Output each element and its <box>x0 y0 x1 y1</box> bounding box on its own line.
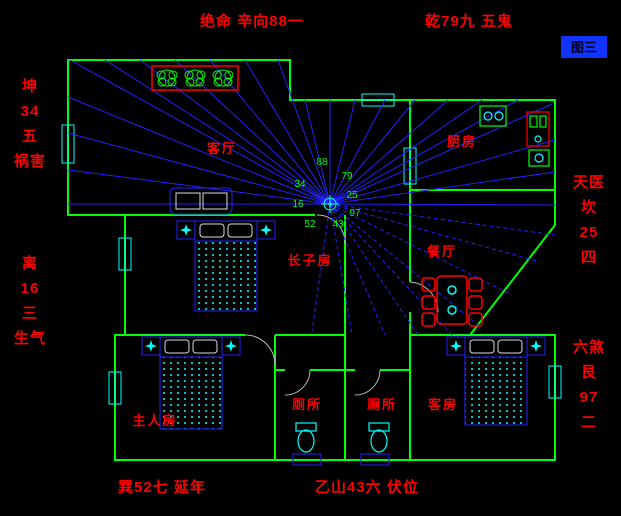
annotation-line: 16 <box>21 280 40 297</box>
star-icon <box>180 224 192 236</box>
stove <box>479 105 507 127</box>
sector-number-16: 16 <box>292 199 304 210</box>
door-arcs <box>244 214 439 396</box>
compass-center-marker <box>321 195 339 213</box>
sector-number-79: 79 <box>341 171 353 182</box>
annotation-left-top-column: 坤 34 五 祸害 <box>14 77 46 170</box>
figure-tag: 图三 <box>561 36 607 58</box>
annotation-bottom-left: 巽52七 延年 <box>118 478 206 496</box>
annotation-line: 四 <box>581 249 597 266</box>
balcony <box>151 65 239 91</box>
annotation-line: 祸害 <box>14 152 46 170</box>
toilet-fixture-left <box>295 422 317 453</box>
star-icon <box>450 340 462 352</box>
annotation-left-bottom-column: 离 16 三 生气 <box>14 254 46 347</box>
door-threshold-toilet-right <box>360 453 390 466</box>
window-guest-right <box>548 365 562 399</box>
annotation-line: 六煞 <box>573 338 605 356</box>
sector-number-52: 52 <box>304 219 316 230</box>
label-toilet-left: 厕所 <box>292 397 322 412</box>
fridge <box>526 111 550 147</box>
kitchen-appliances <box>479 105 550 167</box>
star-icon <box>145 340 157 352</box>
rays-solid <box>67 59 556 206</box>
annotation-line: 二 <box>581 414 597 431</box>
window-hall-top <box>361 93 395 107</box>
plant-icon <box>212 69 234 87</box>
star-icon <box>260 224 272 236</box>
balcony-planter <box>151 65 239 91</box>
compass-sector-numbers: 88 79 34 25 16 97 43 52 <box>292 157 361 230</box>
annotation-line: 生气 <box>14 329 46 347</box>
sector-number-97: 97 <box>349 208 361 219</box>
label-master-room: 主人房 <box>132 413 177 428</box>
annotation-right-bottom-column: 六煞 艮 97 二 <box>573 338 605 431</box>
plant-icon <box>156 69 178 87</box>
annotation-line: 五 <box>22 128 38 145</box>
window-son-left <box>118 237 132 271</box>
annotation-line: 25 <box>580 224 599 241</box>
annotation-line: 三 <box>22 305 38 322</box>
sink <box>528 149 550 167</box>
annotation-line: 艮 <box>581 364 597 381</box>
annotation-right-top-column: 天医 坎 25 四 <box>573 174 605 266</box>
annotation-line: 坎 <box>581 198 597 216</box>
bed-guest <box>446 336 546 426</box>
star-icon <box>530 340 542 352</box>
plant-icon <box>184 69 206 87</box>
door-threshold-toilet-left <box>292 453 322 466</box>
window-master-left <box>108 371 122 405</box>
annotation-line: 坤 <box>22 77 38 95</box>
annotation-line: 97 <box>580 389 599 406</box>
annotation-top-right: 乾79九 五鬼 <box>425 12 513 30</box>
label-eldest-son-room: 长子房 <box>287 253 332 268</box>
dining-set <box>421 275 483 327</box>
window-kitchen-left <box>403 147 417 185</box>
feng-shui-rays <box>67 59 556 336</box>
sector-number-88: 88 <box>316 157 328 168</box>
label-guest-room: 客房 <box>428 397 458 412</box>
figure-tag-text: 图三 <box>571 40 597 55</box>
sector-number-43: 43 <box>332 219 344 230</box>
sector-number-25: 25 <box>346 190 358 201</box>
sofa <box>169 187 233 215</box>
rays-dashed <box>311 203 556 336</box>
bed-master <box>141 336 241 430</box>
toilet-fixture-right <box>368 422 390 453</box>
window-living-left <box>61 124 75 164</box>
annotation-line: 天医 <box>573 174 605 191</box>
sector-number-34: 34 <box>294 179 306 190</box>
annotation-top-left: 绝命 辛向88一 <box>200 12 304 30</box>
label-toilet-right: 厕所 <box>367 397 397 412</box>
star-icon <box>225 340 237 352</box>
label-living-room: 客厅 <box>207 141 237 156</box>
room-labels: 客厅 厨房 餐厅 长子房 主人房 厕所 厕所 客房 <box>132 134 477 428</box>
annotation-line: 34 <box>21 103 40 120</box>
bed-eldest-son <box>176 220 276 312</box>
annotation-bottom-right: 乙山43六 伏位 <box>315 478 419 496</box>
perimeter-annotations: 绝命 辛向88一 乾79九 五鬼 巽52七 延年 乙山43六 伏位 坤 34 五… <box>14 12 605 496</box>
label-kitchen: 厨房 <box>447 134 477 149</box>
annotation-line: 离 <box>22 254 38 272</box>
windows <box>61 93 562 466</box>
label-dining-room: 餐厅 <box>426 244 457 259</box>
